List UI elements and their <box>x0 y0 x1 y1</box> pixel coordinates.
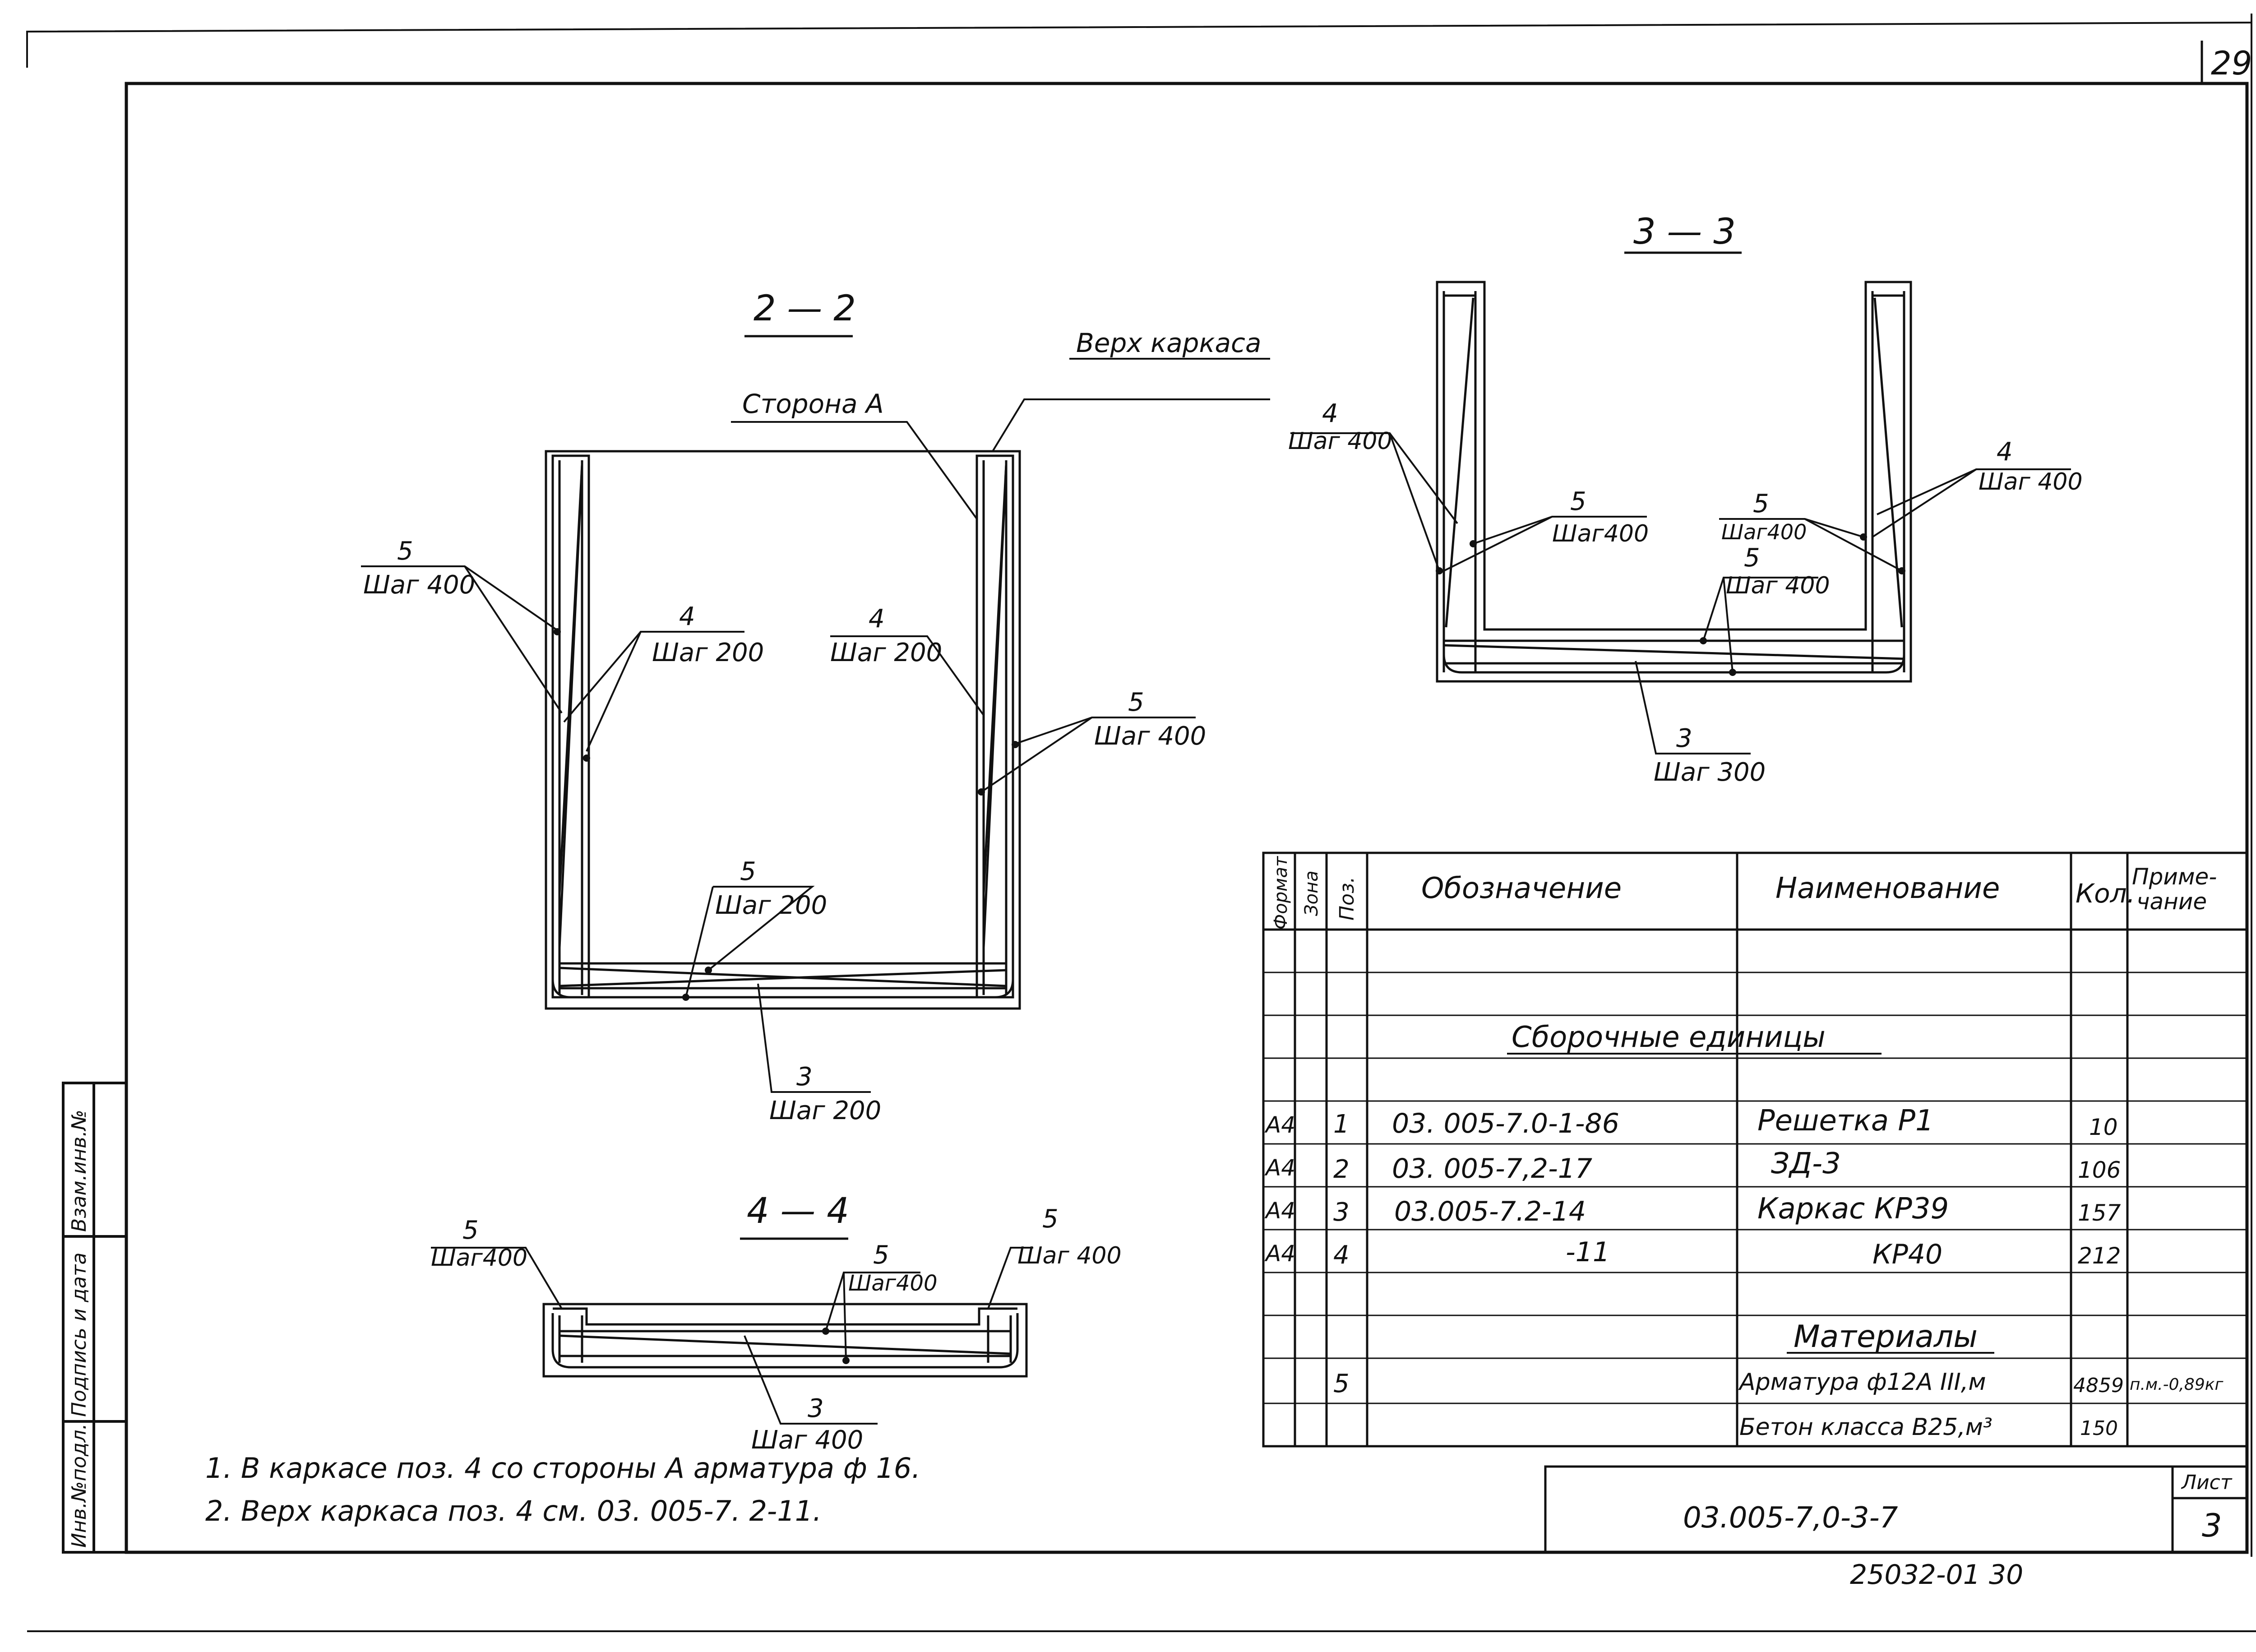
sheet-number: 3 <box>2202 1507 2222 1544</box>
row-1-format: А4 <box>1264 1112 1295 1138</box>
section-4-4-title: 4 — 4 <box>747 1191 849 1231</box>
th-note-2: чание <box>2136 888 2207 915</box>
s44-right-5-step: Шаг 400 <box>1017 1242 1122 1269</box>
s33-mid-5b-num: 5 <box>1744 543 1760 573</box>
mat-2-name: Бетон класса В25,м³ <box>1739 1414 1992 1441</box>
side-stamp <box>62 1082 128 1554</box>
th-name: Наименование <box>1775 872 2000 905</box>
row-3-qty: 157 <box>2078 1200 2121 1226</box>
section-2-2: 2 — 2 <box>361 288 1270 1125</box>
s33-mid-5b-step: Шаг 400 <box>1726 572 1830 599</box>
s22-right-5-step: Шаг 400 <box>1094 722 1206 751</box>
mat-1-qty: 4859 <box>2073 1374 2124 1397</box>
s44-left-5-num: 5 <box>462 1216 479 1245</box>
th-pos: Поз. <box>1336 877 1359 921</box>
s44-mid-5-num: 5 <box>873 1240 889 1270</box>
row-2-designation: 03. 005-7,2-17 <box>1392 1153 1592 1185</box>
mat-1-note: п.м.-0,89кг <box>2130 1375 2224 1394</box>
document-code: 03.005-7,0-3-7 <box>1683 1501 1898 1535</box>
row-2-format: А4 <box>1264 1155 1295 1181</box>
th-format: Формат <box>1271 856 1291 930</box>
s22-bottom-3-num: 3 <box>796 1062 813 1092</box>
row-4-designation: -11 <box>1566 1236 1610 1268</box>
s33-bottom-3-step: Шаг 300 <box>1654 758 1766 787</box>
stamp-inv-original: Инв.№подл. <box>68 1423 91 1548</box>
title-block: 03.005-7,0-3-7 Лист 3 <box>1544 1465 2247 1552</box>
row-1-designation: 03. 005-7.0-1-86 <box>1392 1108 1619 1139</box>
s33-left-4-step: Шаг 400 <box>1288 428 1392 455</box>
stamp-replaced-inv: Взам.инв.№ <box>68 1110 91 1232</box>
row-1-name: Решетка Р1 <box>1757 1104 1934 1138</box>
th-designation: Обозначение <box>1421 872 1622 905</box>
row-4-pos: 4 <box>1333 1240 1350 1270</box>
section-materials: Материалы <box>1794 1319 1978 1355</box>
s22-bottom-3-step: Шаг 200 <box>769 1096 881 1125</box>
s22-right-5-num: 5 <box>1128 688 1144 717</box>
stamp-signature-date: Подпись и дата <box>68 1253 91 1417</box>
row-1-pos: 1 <box>1333 1110 1350 1139</box>
s33-right-4-step: Шаг 400 <box>1979 468 2083 495</box>
th-note: Приме- <box>2132 864 2217 890</box>
mat-1-pos: 5 <box>1333 1369 1350 1398</box>
s33-mid-5a-num: 5 <box>1753 489 1769 518</box>
s22-right-4-num: 4 <box>869 604 885 634</box>
mat-1-name: Арматура ф12А III,м <box>1738 1369 1986 1396</box>
note-2: 2. Верх каркаса поз. 4 см. 03. 005-7. 2-… <box>205 1495 822 1527</box>
s22-bottom-5-num: 5 <box>740 857 756 886</box>
s44-right-5-num: 5 <box>1042 1204 1059 1234</box>
s22-left-5-num: 5 <box>397 537 413 566</box>
s33-left-4-num: 4 <box>1322 399 1338 428</box>
section-4-4: 4 — 4 5 Шаг400 5 Шаг400 5 Шаг <box>431 1191 1122 1455</box>
s33-left-5-step: Шаг400 <box>1552 520 1649 547</box>
section-3-3-title: 3 — 3 <box>1633 212 1736 252</box>
s22-left-4-num: 4 <box>679 602 695 631</box>
note-1: 1. В каркасе поз. 4 со стороны А арматур… <box>205 1452 920 1485</box>
s33-right-4-num: 4 <box>1997 437 2013 467</box>
sheet-frame <box>26 14 2256 1632</box>
s44-bottom-3-step: Шаг 400 <box>751 1425 863 1455</box>
s44-bottom-3-num: 3 <box>808 1394 824 1423</box>
row-2-pos: 2 <box>1333 1155 1350 1184</box>
s33-mid-5a-step: Шаг400 <box>1721 520 1807 544</box>
s22-left-5-step: Шаг 400 <box>363 570 475 600</box>
section-3-3: 3 — 3 <box>1288 212 2083 787</box>
sheet-label: Лист <box>2181 1471 2233 1494</box>
section-assemblies: Сборочные единицы <box>1512 1021 1826 1054</box>
inventory-stamp: 25032-01 30 <box>1850 1559 2023 1591</box>
row-2-qty: 106 <box>2078 1157 2121 1183</box>
row-4-format: А4 <box>1264 1240 1295 1267</box>
row-3-designation: 03.005-7.2-14 <box>1394 1196 1586 1227</box>
row-2-name: ЗД-3 <box>1771 1147 1841 1180</box>
row-3-format: А4 <box>1264 1198 1295 1224</box>
mat-2-qty: 150 <box>2080 1417 2118 1440</box>
s33-left-5-num: 5 <box>1570 487 1586 516</box>
row-1-qty: 10 <box>2089 1114 2118 1140</box>
s22-right-4-step: Шаг 200 <box>830 638 942 667</box>
s44-left-5-step: Шаг400 <box>431 1245 527 1272</box>
s22-left-4-step: Шаг 200 <box>652 638 764 667</box>
row-3-name: Каркас КР39 <box>1757 1192 1949 1226</box>
spec-table: Формат Зона Поз. Обозначение Наименовани… <box>1262 851 2248 1448</box>
page-number: 29 <box>2211 44 2252 82</box>
s44-mid-5-step: Шаг400 <box>848 1271 938 1296</box>
row-3-pos: 3 <box>1333 1198 1350 1227</box>
section-2-2-title: 2 — 2 <box>754 288 856 329</box>
row-4-name: КР40 <box>1872 1239 1942 1270</box>
s33-bottom-3-num: 3 <box>1676 724 1692 753</box>
th-qty: Кол. <box>2076 878 2135 909</box>
th-zone: Зона <box>1301 870 1322 916</box>
s22-bottom-5-step: Шаг 200 <box>715 891 827 920</box>
row-4-qty: 212 <box>2078 1243 2121 1269</box>
s22-side-a-label: Сторона А <box>742 389 884 419</box>
s22-top-of-frame-label: Верх каркаса <box>1076 328 1261 358</box>
